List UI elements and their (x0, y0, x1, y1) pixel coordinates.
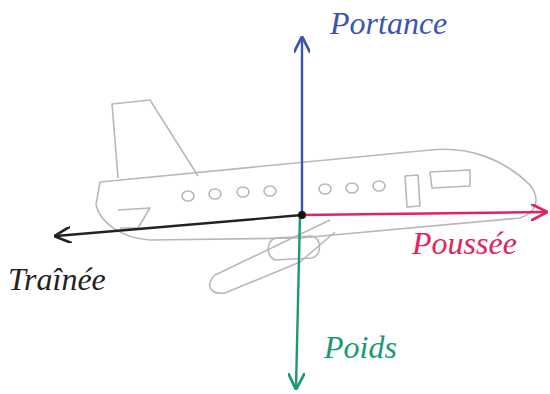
drag-arrow (56, 215, 302, 236)
thrust-arrow (302, 212, 546, 215)
force-label: Portance (330, 6, 447, 41)
weight-arrow (296, 215, 300, 388)
airplane-sketch (96, 100, 536, 293)
force-arrows (56, 38, 546, 388)
application-point (298, 211, 306, 219)
force-label: Poussée (412, 226, 517, 261)
force-label: Traînée (8, 262, 106, 297)
force-label: Poids (324, 330, 397, 365)
lift-arrow (301, 38, 303, 215)
